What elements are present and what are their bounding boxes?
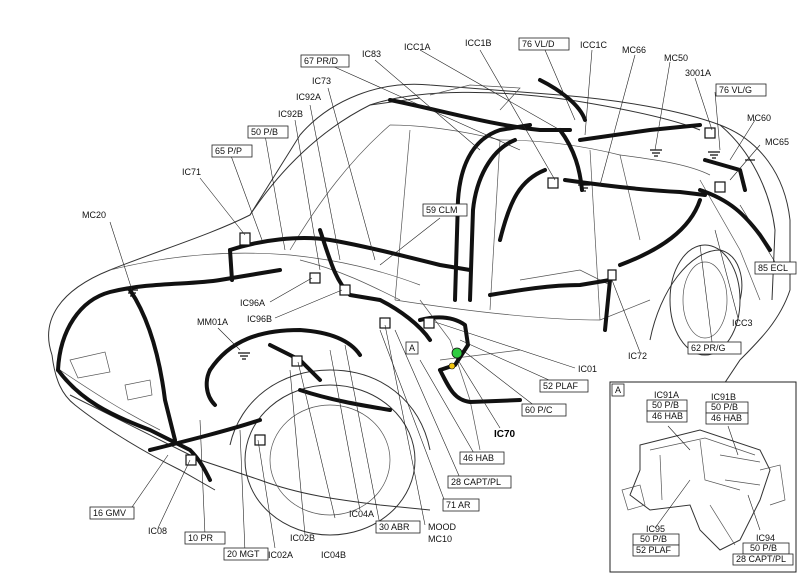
inset-label-ic94: IC94 (756, 533, 775, 543)
connector-icc1b (547, 177, 559, 189)
inset-letter: A (615, 385, 621, 395)
label-mc60: MC60 (747, 113, 771, 123)
car-body-outline (48, 83, 791, 536)
inset-box-50-pb-d: 50 P/B (750, 543, 777, 553)
box-50-pb: 50 P/B (251, 127, 278, 137)
connector-ic08 (185, 454, 197, 466)
inset-detail-a: A IC91A 50 P/B 46 HAB IC91B 50 P/B 46 HA… (609, 381, 797, 573)
component-labels: IC83 IC73 IC92A IC92B IC71 MC20 MM01A IC… (82, 38, 789, 560)
label-icc3: ICC3 (732, 318, 753, 328)
label-ic96a: IC96A (240, 298, 265, 308)
connector-mc65 (714, 181, 726, 193)
inset-box-52-plaf: 52 PLAF (636, 545, 672, 555)
inset-box-50-pb-c: 50 P/B (640, 534, 667, 544)
label-mc65: MC65 (765, 137, 789, 147)
connector-ic01 (423, 317, 435, 329)
label-3001a: 3001A (685, 68, 711, 78)
box-60-pc: 60 P/C (525, 405, 553, 415)
box-76-vl-d: 76 VL/D (522, 39, 555, 49)
box-30-abr: 30 ABR (379, 522, 410, 532)
area-a-label: A (409, 343, 415, 353)
label-icc1a: ICC1A (404, 42, 431, 52)
ground-symbols (126, 149, 755, 360)
highlight-marker-green (451, 347, 463, 359)
wiring-harness (56, 78, 772, 482)
label-icc1b: ICC1B (465, 38, 492, 48)
connectors (185, 127, 726, 466)
box-71-ar: 71 AR (446, 500, 471, 510)
inset-box-50-pb-a: 50 P/B (652, 400, 679, 410)
label-ic02a: IC02A (268, 550, 293, 560)
inset-box-46-hab-a: 46 HAB (652, 411, 683, 421)
box-20-mgt: 20 MGT (227, 549, 260, 559)
inset-box-28-capt-pl: 28 CAPT/PL (736, 554, 786, 564)
box-85-ecl: 85 ECL (758, 263, 788, 273)
connector-ic96a (309, 272, 321, 284)
label-ic72: IC72 (628, 351, 647, 361)
boxed-labels: 67 PR/D 50 P/B 65 P/P 59 CLM 76 VL/D 76 … (89, 37, 797, 561)
connector-ic71 (239, 232, 251, 246)
label-mc66: MC66 (622, 45, 646, 55)
inset-box-46-hab-b: 46 HAB (711, 413, 742, 423)
area-a-marker: A (405, 341, 419, 355)
label-mc10: MC10 (428, 534, 452, 544)
label-ic70: IC70 (494, 429, 516, 440)
box-28-capt-pl: 28 CAPT/PL (451, 477, 501, 487)
label-ic83: IC83 (362, 49, 381, 59)
label-ic96b: IC96B (247, 314, 272, 324)
box-52-plaf: 52 PLAF (543, 381, 579, 391)
label-ic08: IC08 (148, 526, 167, 536)
label-ic92a: IC92A (296, 92, 321, 102)
label-mc50: MC50 (664, 53, 688, 63)
box-67-pr-d: 67 PR/D (304, 56, 339, 66)
label-ic92b: IC92B (278, 109, 303, 119)
label-mm01a: MM01A (197, 317, 228, 327)
box-46-hab: 46 HAB (463, 453, 494, 463)
connector-mc10 (379, 317, 391, 329)
connector-3001a (704, 127, 716, 139)
box-16-gmv: 16 GMV (93, 508, 126, 518)
box-10-pr: 10 PR (188, 533, 214, 543)
box-62-pr-g: 62 PR/G (691, 343, 726, 353)
box-59-clm: 59 CLM (426, 205, 458, 215)
inset-label-ic91b: IC91B (711, 392, 736, 402)
connector-ic96b (339, 284, 351, 296)
label-mood: MOOD (428, 522, 456, 532)
label-ic73: IC73 (312, 76, 331, 86)
connector-ic02b (291, 355, 303, 367)
highlight-marker-yellow (448, 362, 456, 370)
inset-box-50-pb-b: 50 P/B (711, 402, 738, 412)
label-icc1c: ICC1C (580, 40, 608, 50)
box-76-vl-g: 76 VL/G (719, 85, 752, 95)
label-ic04a: IC04A (349, 509, 374, 519)
label-ic71: IC71 (182, 167, 201, 177)
inset-label-ic95: IC95 (646, 524, 665, 534)
label-mc20: MC20 (82, 210, 106, 220)
label-ic02b: IC02B (290, 533, 315, 543)
inset-label-ic91a: IC91A (654, 390, 679, 400)
box-65-pp: 65 P/P (215, 146, 242, 156)
connector-ic02a (254, 434, 266, 446)
label-ic01: IC01 (578, 364, 597, 374)
connector-ic72 (607, 269, 617, 281)
leader-lines (109, 49, 776, 553)
label-ic04b: IC04B (321, 550, 346, 560)
